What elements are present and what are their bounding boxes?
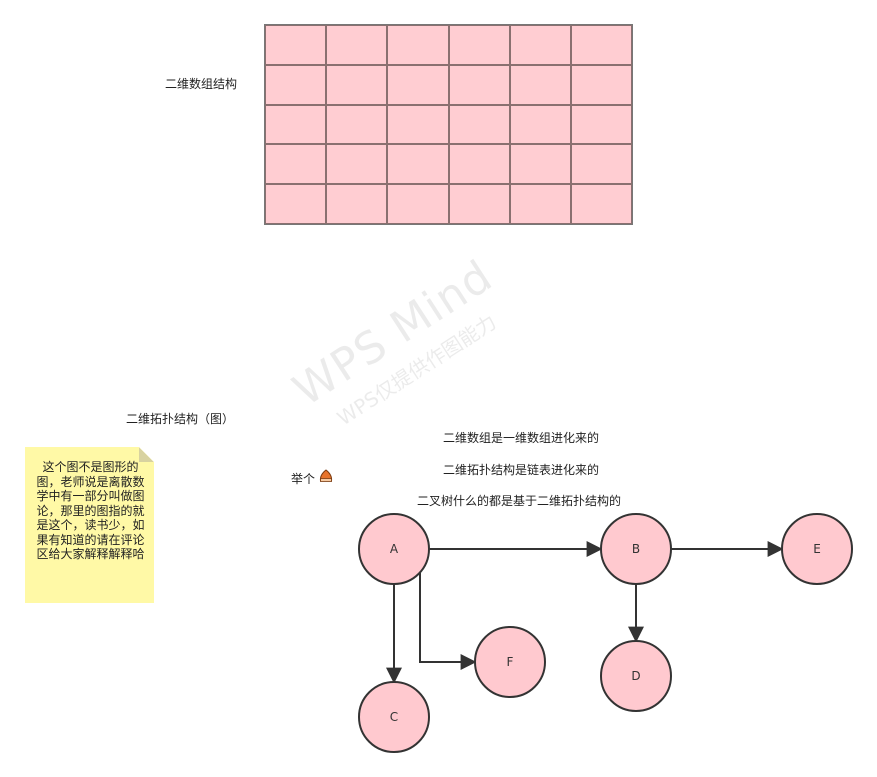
sticky-note[interactable]: 这个图不是图形的图，老师说是离散数学中有一部分叫做图论，那里的图指的就是这个，读…	[25, 447, 154, 603]
node-label: E	[813, 542, 821, 556]
node-circle	[781, 513, 853, 585]
chestnut-icon	[319, 469, 333, 482]
description-line-1: 二维数组是一维数组进化来的	[443, 431, 600, 445]
grid-cell	[326, 25, 388, 65]
sticky-note-fold	[139, 447, 154, 462]
topology-title: 二维拓扑结构（图）	[126, 412, 235, 426]
node-label: F	[507, 655, 514, 669]
grid-cell	[265, 184, 327, 224]
grid-cell	[509, 64, 571, 105]
grid-cell	[326, 184, 388, 224]
grid-cell	[509, 184, 571, 224]
grid-cell	[387, 144, 449, 185]
grid-cell	[448, 144, 510, 185]
grid-cell	[387, 104, 449, 145]
grid-cell	[265, 104, 327, 145]
node-circle	[600, 640, 672, 712]
grid-cell	[448, 184, 510, 224]
node-d[interactable]: D	[600, 640, 672, 712]
grid-cell	[448, 104, 510, 145]
grid-title: 二维数组结构	[165, 77, 238, 91]
grid-cell	[509, 144, 571, 185]
grid-cell	[570, 64, 632, 105]
grid-cell	[387, 64, 449, 105]
node-label: D	[631, 669, 640, 683]
grid-cell	[326, 64, 388, 105]
description-line-2: 二维拓扑结构是链表进化来的	[443, 463, 600, 477]
two-dimensional-array-grid[interactable]	[264, 24, 633, 225]
grid-cell	[570, 25, 632, 65]
edges-layer	[386, 541, 784, 684]
grid-cell	[265, 144, 327, 185]
node-label: C	[390, 710, 398, 724]
grid-cell	[509, 104, 571, 145]
grid-cell	[570, 104, 632, 145]
grid-cell	[265, 25, 327, 65]
node-e[interactable]: E	[781, 513, 853, 585]
grid-cell	[570, 184, 632, 224]
example-label: 举个	[291, 472, 316, 486]
grid-cell	[387, 25, 449, 65]
node-f[interactable]: F	[474, 626, 546, 698]
grid-cell	[448, 25, 510, 65]
grid-cell	[509, 25, 571, 65]
node-a[interactable]: A	[358, 513, 430, 585]
grid-cell	[448, 64, 510, 105]
nodes-layer: A B E F D C	[358, 513, 853, 753]
node-circle	[358, 513, 430, 585]
node-circle	[600, 513, 672, 585]
grid-cell	[326, 104, 388, 145]
grid-cell	[326, 144, 388, 185]
node-c[interactable]: C	[358, 681, 430, 753]
node-circle	[474, 626, 546, 698]
node-label: B	[632, 542, 640, 556]
node-label: A	[390, 542, 399, 556]
grid-cell	[387, 184, 449, 224]
edge-a-f[interactable]	[419, 573, 477, 670]
sticky-note-text: 这个图不是图形的图，老师说是离散数学中有一部分叫做图论，那里的图指的就是这个，读…	[36, 460, 145, 561]
description-line-3: 二叉树什么的都是基于二维拓扑结构的	[417, 494, 622, 508]
node-b[interactable]: B	[600, 513, 672, 585]
grid-cell	[265, 64, 327, 105]
node-circle	[358, 681, 430, 753]
grid-cell	[570, 144, 632, 185]
